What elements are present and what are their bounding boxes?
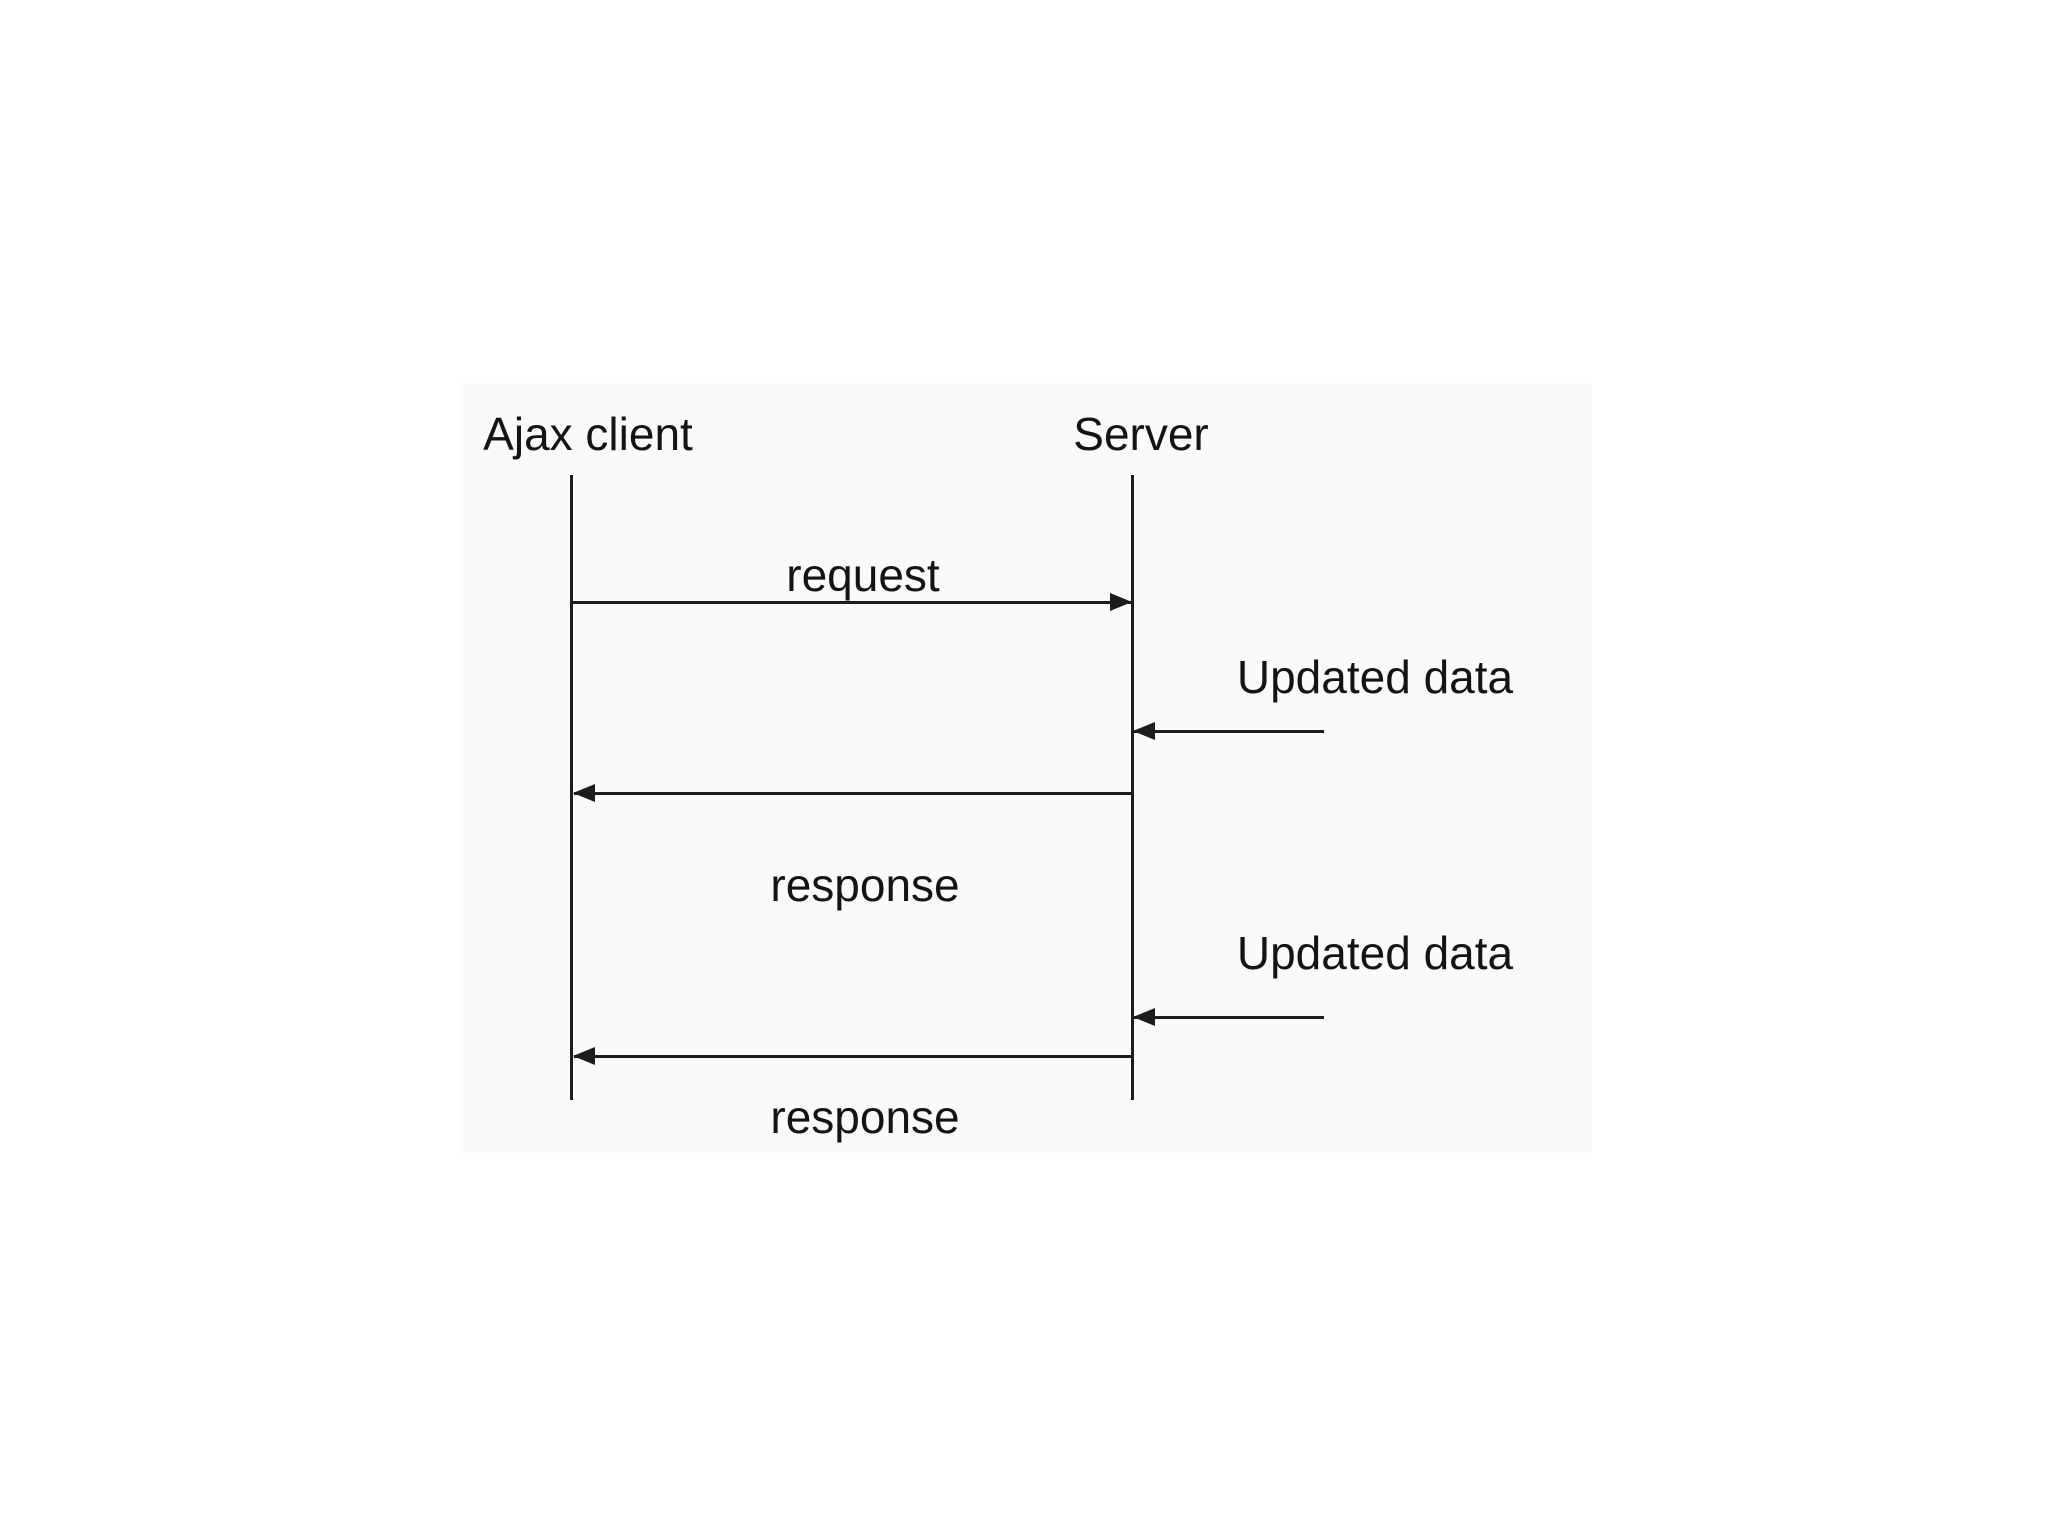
message-label-updated-data-2: Updated data	[1236, 927, 1514, 979]
diagram-panel	[460, 383, 1592, 1153]
message-arrow-updated-data-2	[1133, 1008, 1324, 1026]
message-arrow-request	[573, 593, 1132, 611]
arrowhead-left-icon	[1133, 1008, 1155, 1026]
arrowhead-left-icon	[573, 1047, 595, 1065]
message-arrow-response-2	[573, 1047, 1132, 1065]
actor-label-ajax-client: Ajax client	[483, 408, 693, 460]
arrowhead-left-icon	[573, 784, 595, 802]
message-label-request: request	[786, 549, 940, 601]
message-label-response-2: response	[770, 1091, 960, 1143]
arrowhead-right-icon	[1110, 593, 1132, 611]
arrowhead-left-icon	[1133, 722, 1155, 740]
message-arrow-updated-data-1	[1133, 722, 1324, 740]
message-label-response-1: response	[770, 859, 960, 911]
actor-label-server: Server	[1073, 408, 1209, 460]
message-arrow-response-1	[573, 784, 1132, 802]
lifeline-ajax-client	[570, 475, 573, 1100]
message-label-updated-data-1: Updated data	[1236, 651, 1514, 703]
lifeline-server	[1131, 475, 1134, 1100]
